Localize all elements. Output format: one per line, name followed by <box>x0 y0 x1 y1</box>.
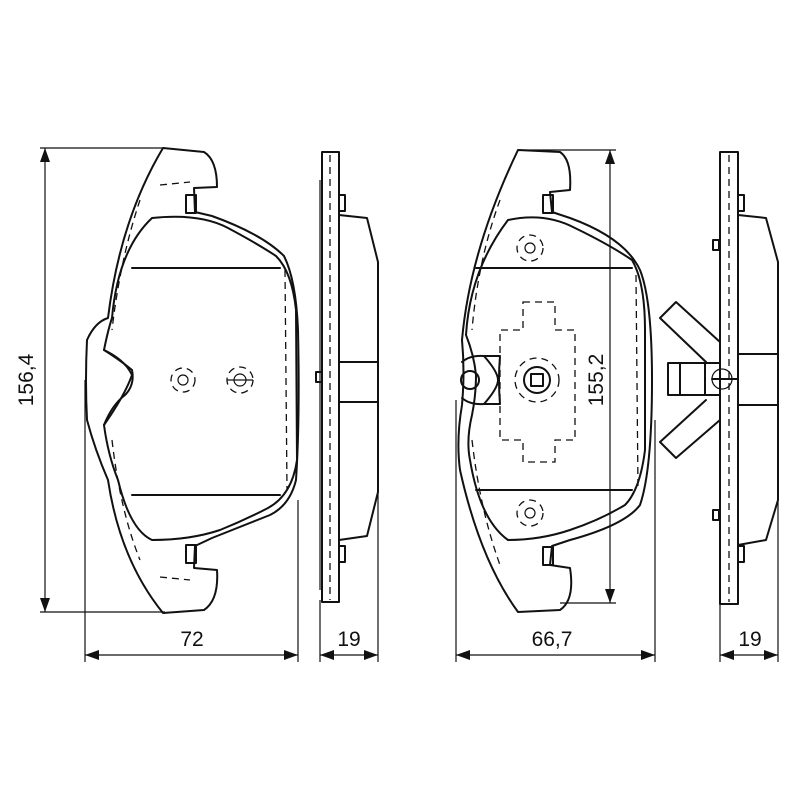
dim-pad2-thickness: 19 <box>738 628 761 651</box>
pad2-front-view <box>457 149 653 613</box>
dim-pad1-height: 156,4 <box>15 353 38 406</box>
pad1-hole-left <box>170 367 196 393</box>
dim-pad2-height: 155,2 <box>585 354 608 407</box>
pad2-center-clip <box>460 301 576 463</box>
pad1-side-view <box>315 151 379 603</box>
dim-pad1-width: 72 <box>180 628 203 651</box>
pad1-hole-right <box>226 366 254 394</box>
dim-pad2-width: 66,7 <box>532 628 573 651</box>
pad1-front-view <box>85 147 300 614</box>
pad2-hole-top <box>516 234 544 262</box>
pad2-hole-bottom <box>516 499 544 527</box>
dimension-lines <box>40 147 779 662</box>
pad2-spring-clip <box>659 301 739 459</box>
pad2-side-view <box>659 151 779 605</box>
dim-pad1-thickness: 19 <box>337 628 360 651</box>
